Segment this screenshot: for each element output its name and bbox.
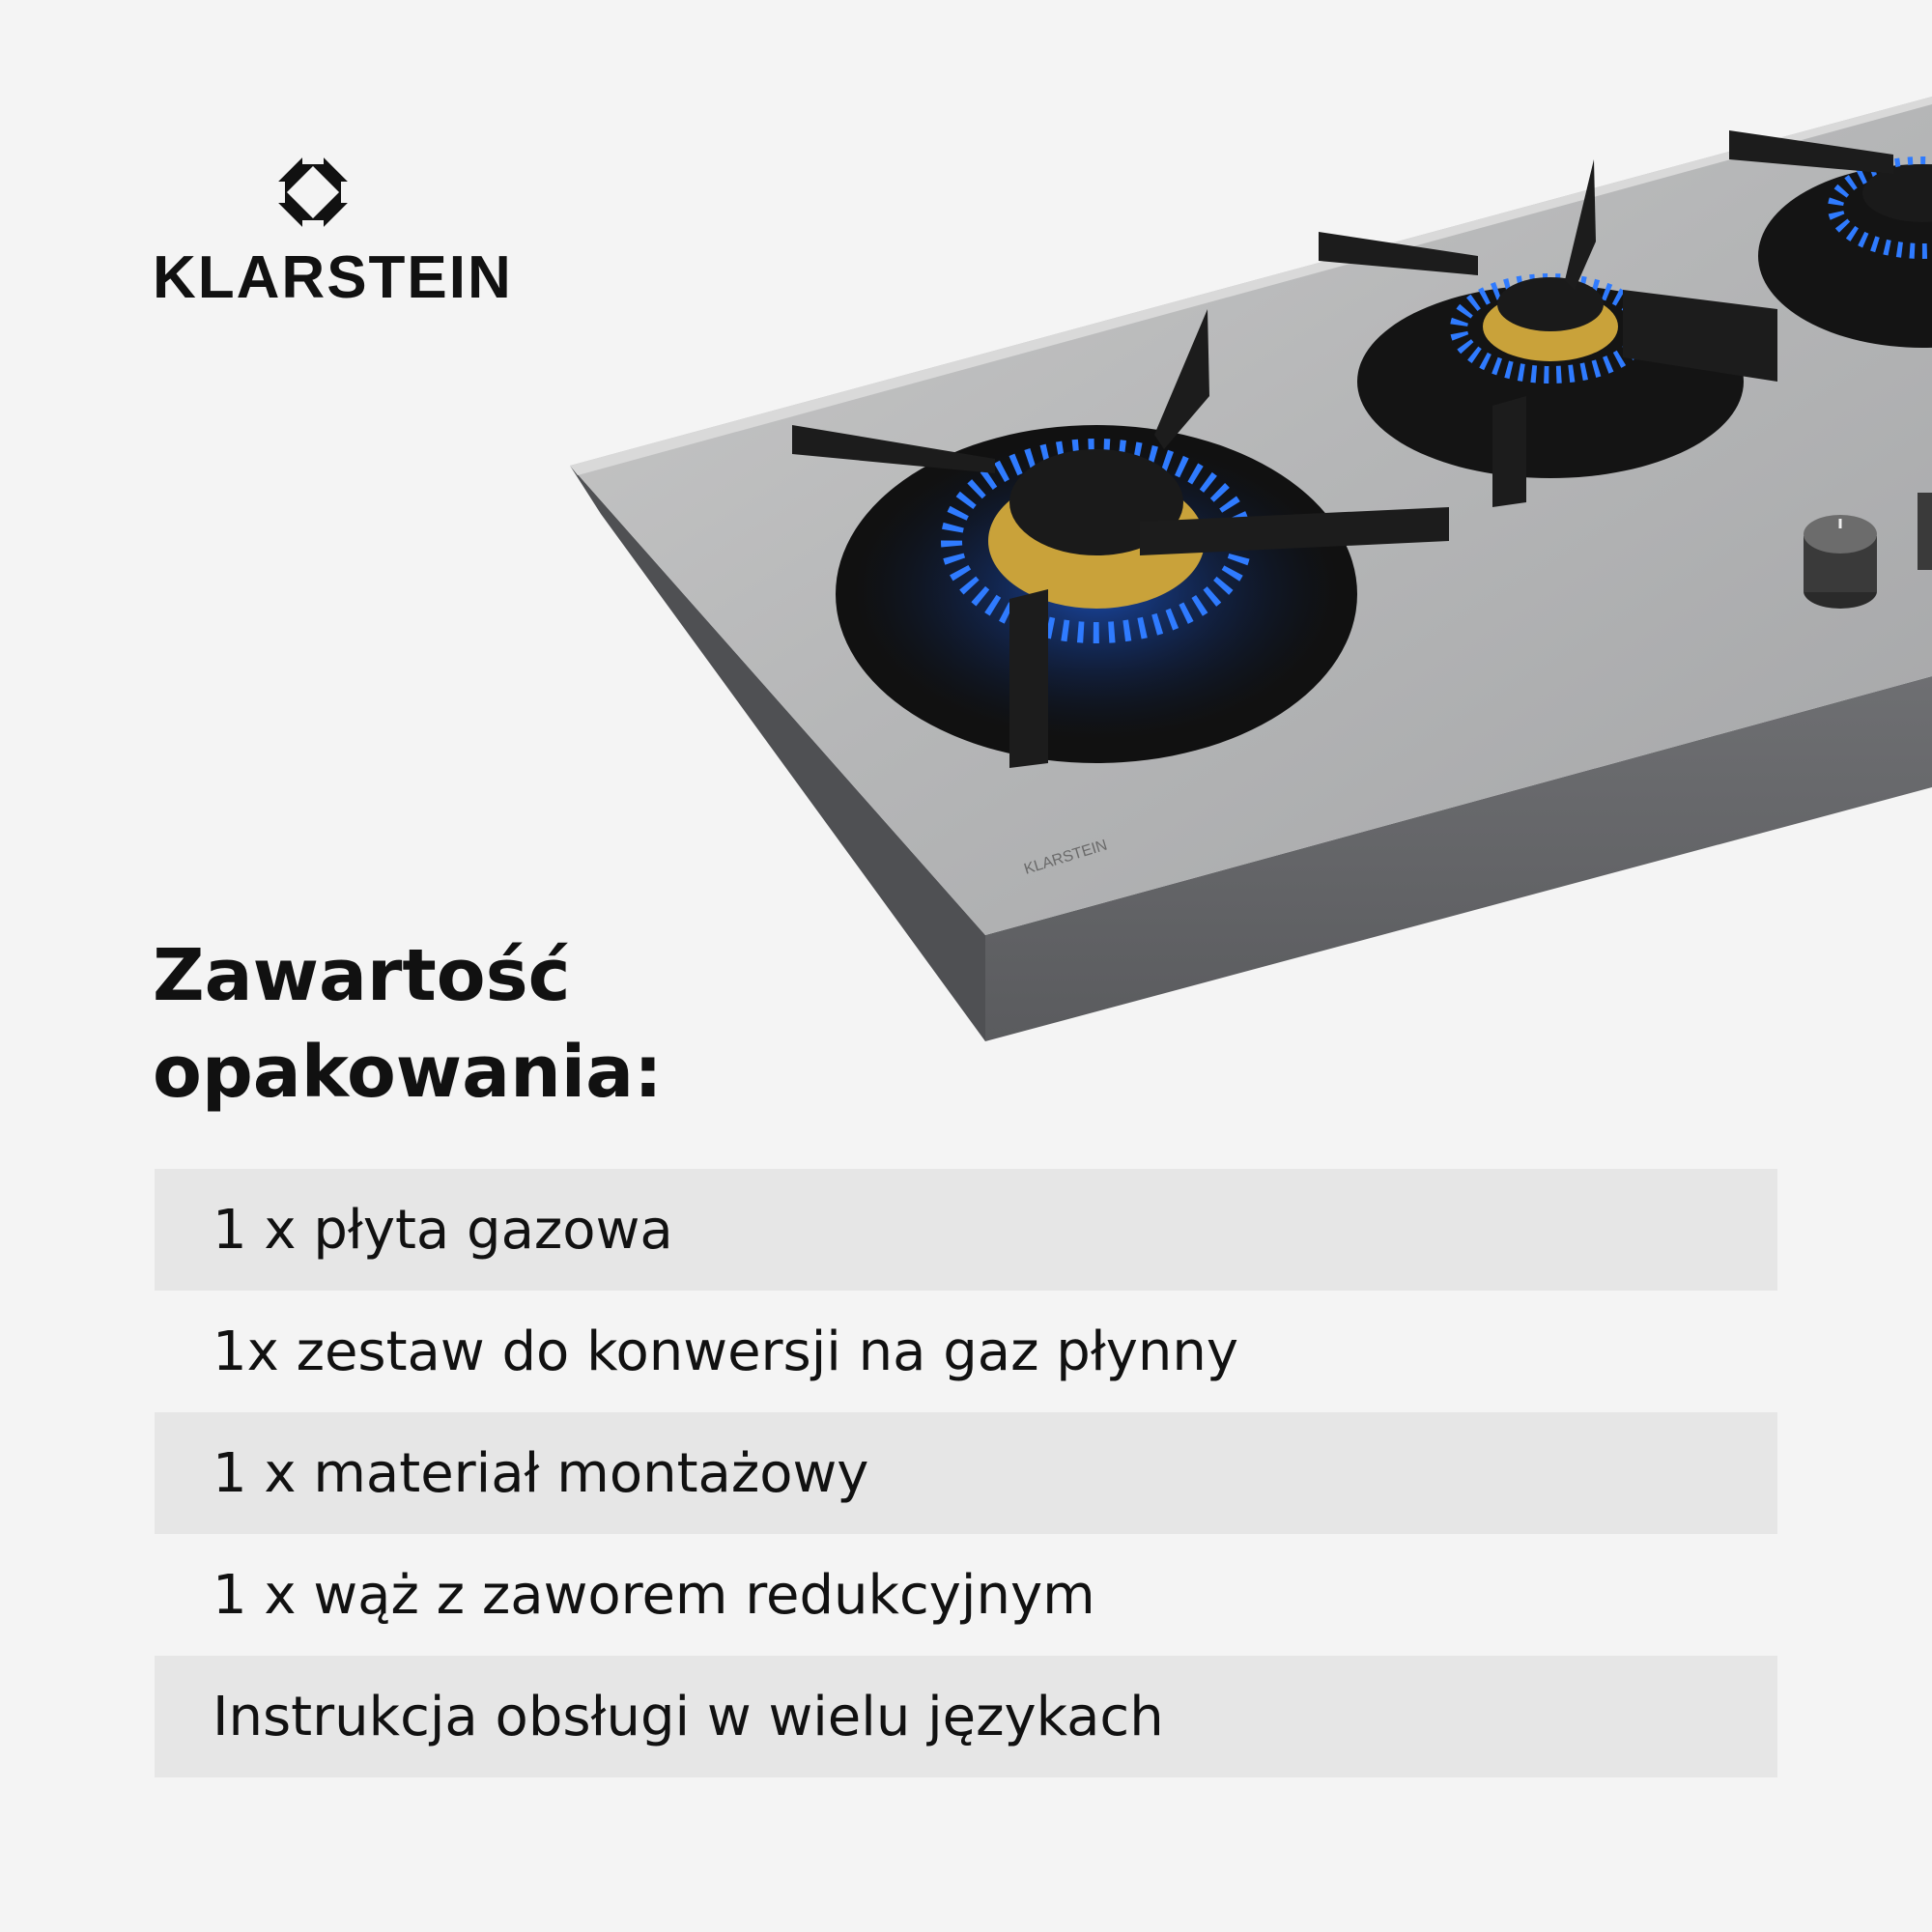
title-line-2: opakowania: (153, 1031, 663, 1114)
logo-mark-icon (273, 153, 353, 232)
list-item: 1 x płyta gazowa (155, 1169, 1777, 1291)
list-item: Instrukcja obsługi w wielu językach (155, 1656, 1777, 1777)
control-knob (1918, 493, 1932, 570)
package-contents-list: 1 x płyta gazowa 1x zestaw do konwersji … (155, 1169, 1777, 1777)
list-item: 1 x materiał montażowy (155, 1412, 1777, 1534)
brand-name: KLARSTEIN (153, 244, 513, 311)
control-knob (1804, 515, 1877, 609)
rear-burner (1319, 159, 1777, 507)
gas-hob-image: KLARSTEIN (570, 97, 1932, 1041)
page-title: Zawartość opakowania: (153, 927, 663, 1121)
list-item: 1 x wąż z zaworem redukcyjnym (213, 1563, 1095, 1627)
front-burner (792, 309, 1449, 768)
title-line-1: Zawartość (153, 934, 571, 1017)
list-item: 1x zestaw do konwersji na gaz płynny (213, 1320, 1239, 1383)
side-burner (1729, 130, 1932, 348)
